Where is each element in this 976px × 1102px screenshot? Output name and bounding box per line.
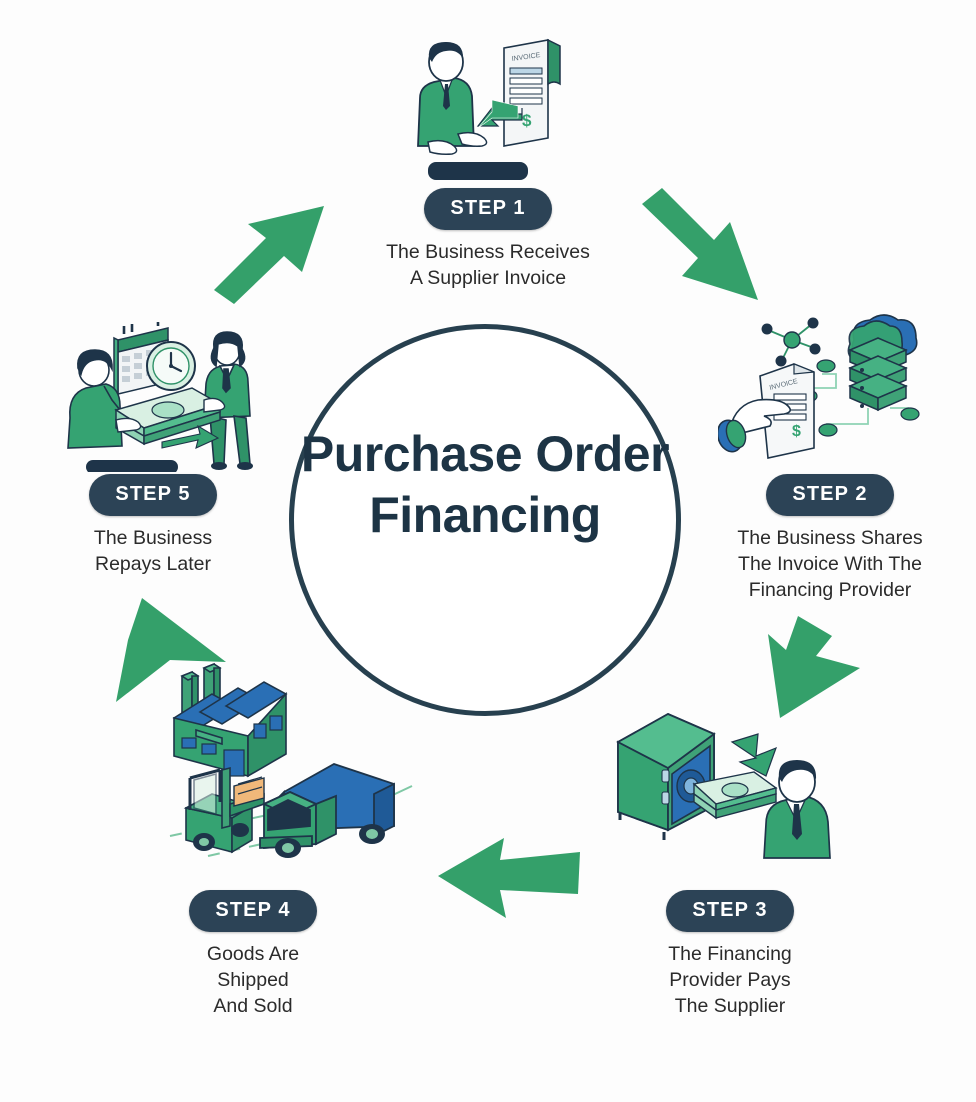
cash-handover-calendar-clock-icon bbox=[58, 320, 278, 474]
step-1-block: STEP 1 The Business Receives A Supplier … bbox=[338, 188, 638, 291]
step-2-block: STEP 2 The Business Shares The Invoice W… bbox=[700, 474, 960, 603]
step-3-caption: The Financing Provider Pays The Supplier bbox=[668, 943, 792, 1018]
step-1-badge[interactable]: STEP 1 bbox=[424, 188, 552, 230]
page-title: Purchase Order Financing bbox=[300, 426, 670, 543]
invoice-shared-to-cloud-server-icon: INVOICE $ bbox=[716, 308, 930, 466]
arrow-step1-to-step2 bbox=[638, 188, 770, 310]
factory-forklift-truck-shipping-icon bbox=[160, 658, 415, 858]
safe-cash-payout-to-supplier-icon bbox=[604, 700, 840, 865]
step-5-badge[interactable]: STEP 5 bbox=[89, 474, 217, 516]
arrow-step5-to-step1 bbox=[208, 186, 336, 304]
businessman-receiving-invoice-icon: INVOICE $ bbox=[400, 34, 590, 184]
step-5-block: STEP 5 The Business Repays Later bbox=[38, 474, 268, 577]
step-4-caption: Goods Are Shipped And Sold bbox=[206, 943, 300, 1018]
step-2-badge[interactable]: STEP 2 bbox=[766, 474, 894, 516]
step-5-caption: The Business Repays Later bbox=[93, 527, 213, 576]
step-3-badge[interactable]: STEP 3 bbox=[666, 890, 794, 932]
arrow-step4-to-step5 bbox=[108, 598, 238, 710]
arrow-step3-to-step4 bbox=[438, 832, 582, 924]
step-4-badge[interactable]: STEP 4 bbox=[189, 890, 317, 932]
arrow-step2-to-step3 bbox=[738, 612, 862, 724]
svg-text:$: $ bbox=[792, 423, 801, 440]
step-2-caption: The Business Shares The Invoice With The… bbox=[737, 527, 923, 602]
svg-text:INVOICE: INVOICE bbox=[511, 52, 541, 63]
step-1-caption: The Business Receives A Supplier Invoice bbox=[386, 241, 590, 290]
center-circle bbox=[289, 324, 681, 716]
svg-text:$: $ bbox=[522, 111, 532, 130]
step-3-block: STEP 3 The Financing Provider Pays The S… bbox=[620, 890, 840, 1019]
step-4-block: STEP 4 Goods Are Shipped And Sold bbox=[148, 890, 358, 1019]
